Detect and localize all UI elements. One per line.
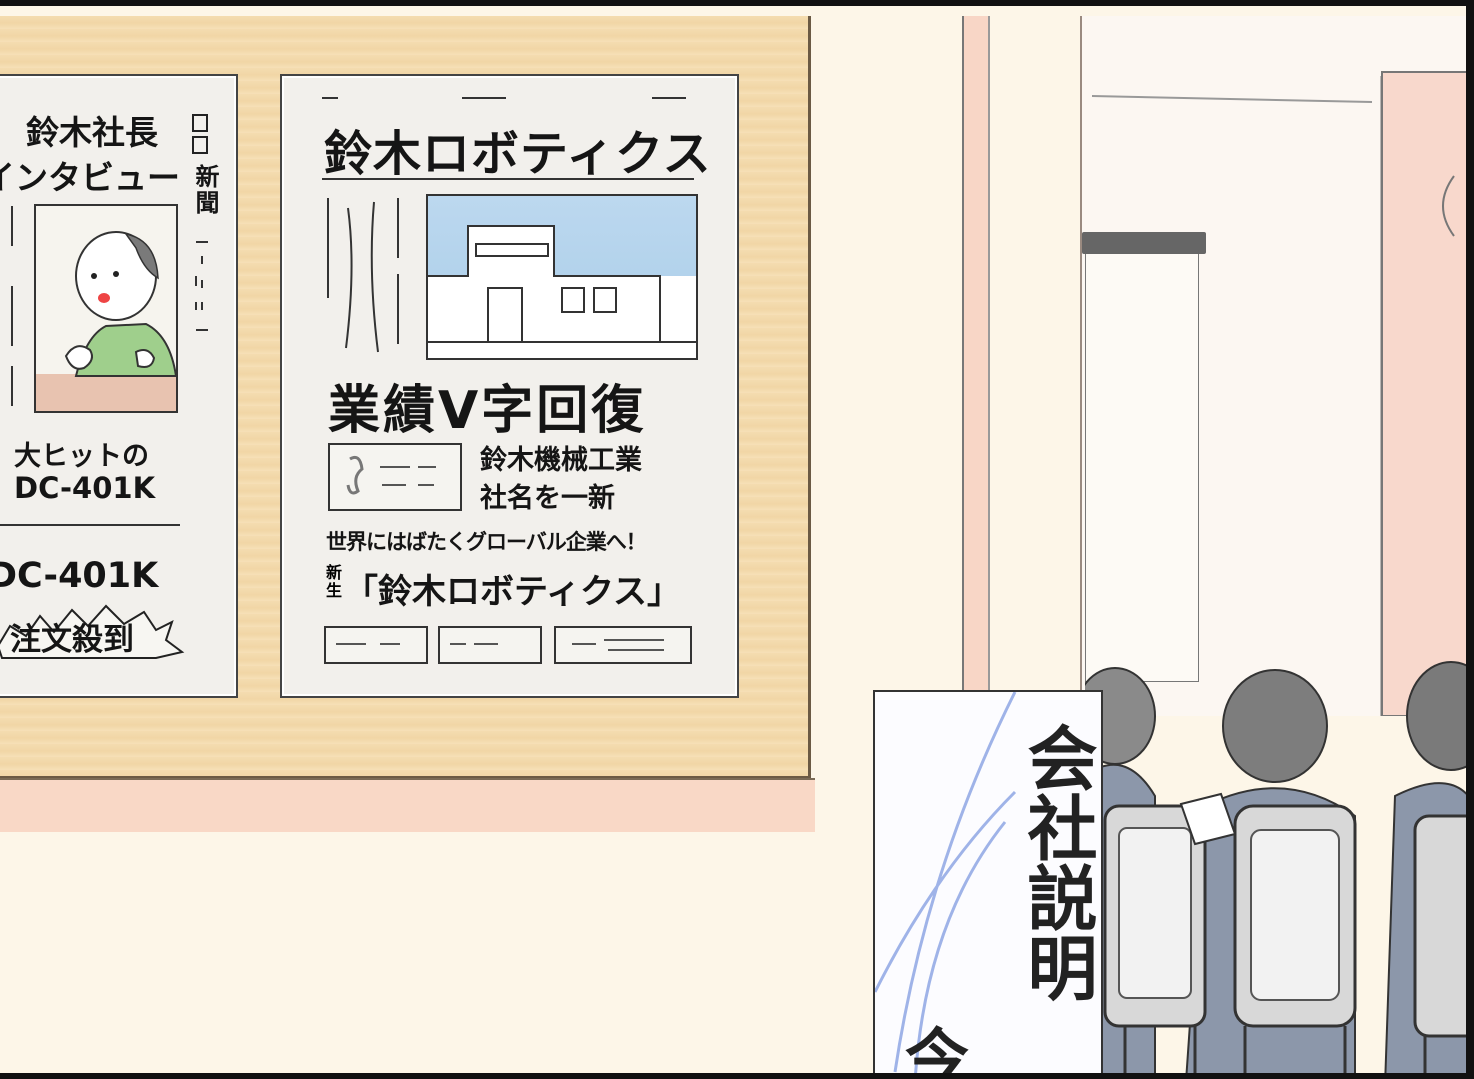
recovery-headline: 業績V字回復 <box>328 381 647 441</box>
poster-interview-title-1: 鈴木社長 <box>26 113 158 152</box>
sign-partial-text: 今 <box>905 1022 969 1079</box>
model-big: DC-401K <box>0 556 159 596</box>
inset-sketch <box>346 455 436 495</box>
poster-interview-title-2: インタビュー <box>0 158 180 197</box>
sign-flowers <box>875 692 1017 1073</box>
hit-label: 大ヒットの <box>14 441 149 472</box>
inset-photo <box>328 443 462 511</box>
building-illustration <box>428 225 696 358</box>
column-scribble <box>195 241 208 331</box>
column-lines <box>11 206 13 406</box>
poster-interview-rule <box>0 524 180 526</box>
poster-robotics: 鈴木ロボティクス 業績V字回復 鈴木機械工業 社名を一新 世界には <box>280 74 739 698</box>
model-line: DC-401K <box>14 471 156 505</box>
column-lines <box>327 198 399 353</box>
newspaper-name-boxes <box>192 114 210 160</box>
doorway-lines <box>1091 71 1466 716</box>
global-tagline: 世界にはばたくグローバル企業へ！ <box>326 530 647 554</box>
footer-scribbles <box>336 639 664 651</box>
screen-roller <box>1082 232 1206 254</box>
title-rule <box>322 178 694 180</box>
sign-main-text: 会社説明 <box>1016 722 1099 1002</box>
briefing-sign: 会社説明 今 <box>873 690 1103 1079</box>
robotics-title: 鈴木ロボティクス <box>324 126 712 182</box>
president-illustration <box>36 231 176 411</box>
wall-pillar <box>962 16 990 696</box>
building-photo <box>426 194 698 360</box>
rename-notice: 社名を一新 <box>480 483 615 514</box>
order-burst <box>0 604 185 659</box>
audience-illustration <box>1074 661 1466 1073</box>
new-label: 新生 <box>326 563 343 600</box>
board-ledge <box>0 778 815 832</box>
masthead-dashes <box>322 97 686 99</box>
order-label: 注文殺到 <box>10 622 134 658</box>
projection-screen <box>1085 232 1199 682</box>
seated-audience <box>1074 656 1466 1073</box>
newspaper-label: 新聞 <box>191 164 219 216</box>
new-company-name: 「鈴木ロボティクス」 <box>344 572 681 612</box>
president-portrait <box>34 204 178 413</box>
former-company-name: 鈴木機械工業 <box>480 445 642 476</box>
poster-interview: 鈴木社長 インタビュー 新聞 大ヒットの DC-401K DC <box>0 74 238 698</box>
